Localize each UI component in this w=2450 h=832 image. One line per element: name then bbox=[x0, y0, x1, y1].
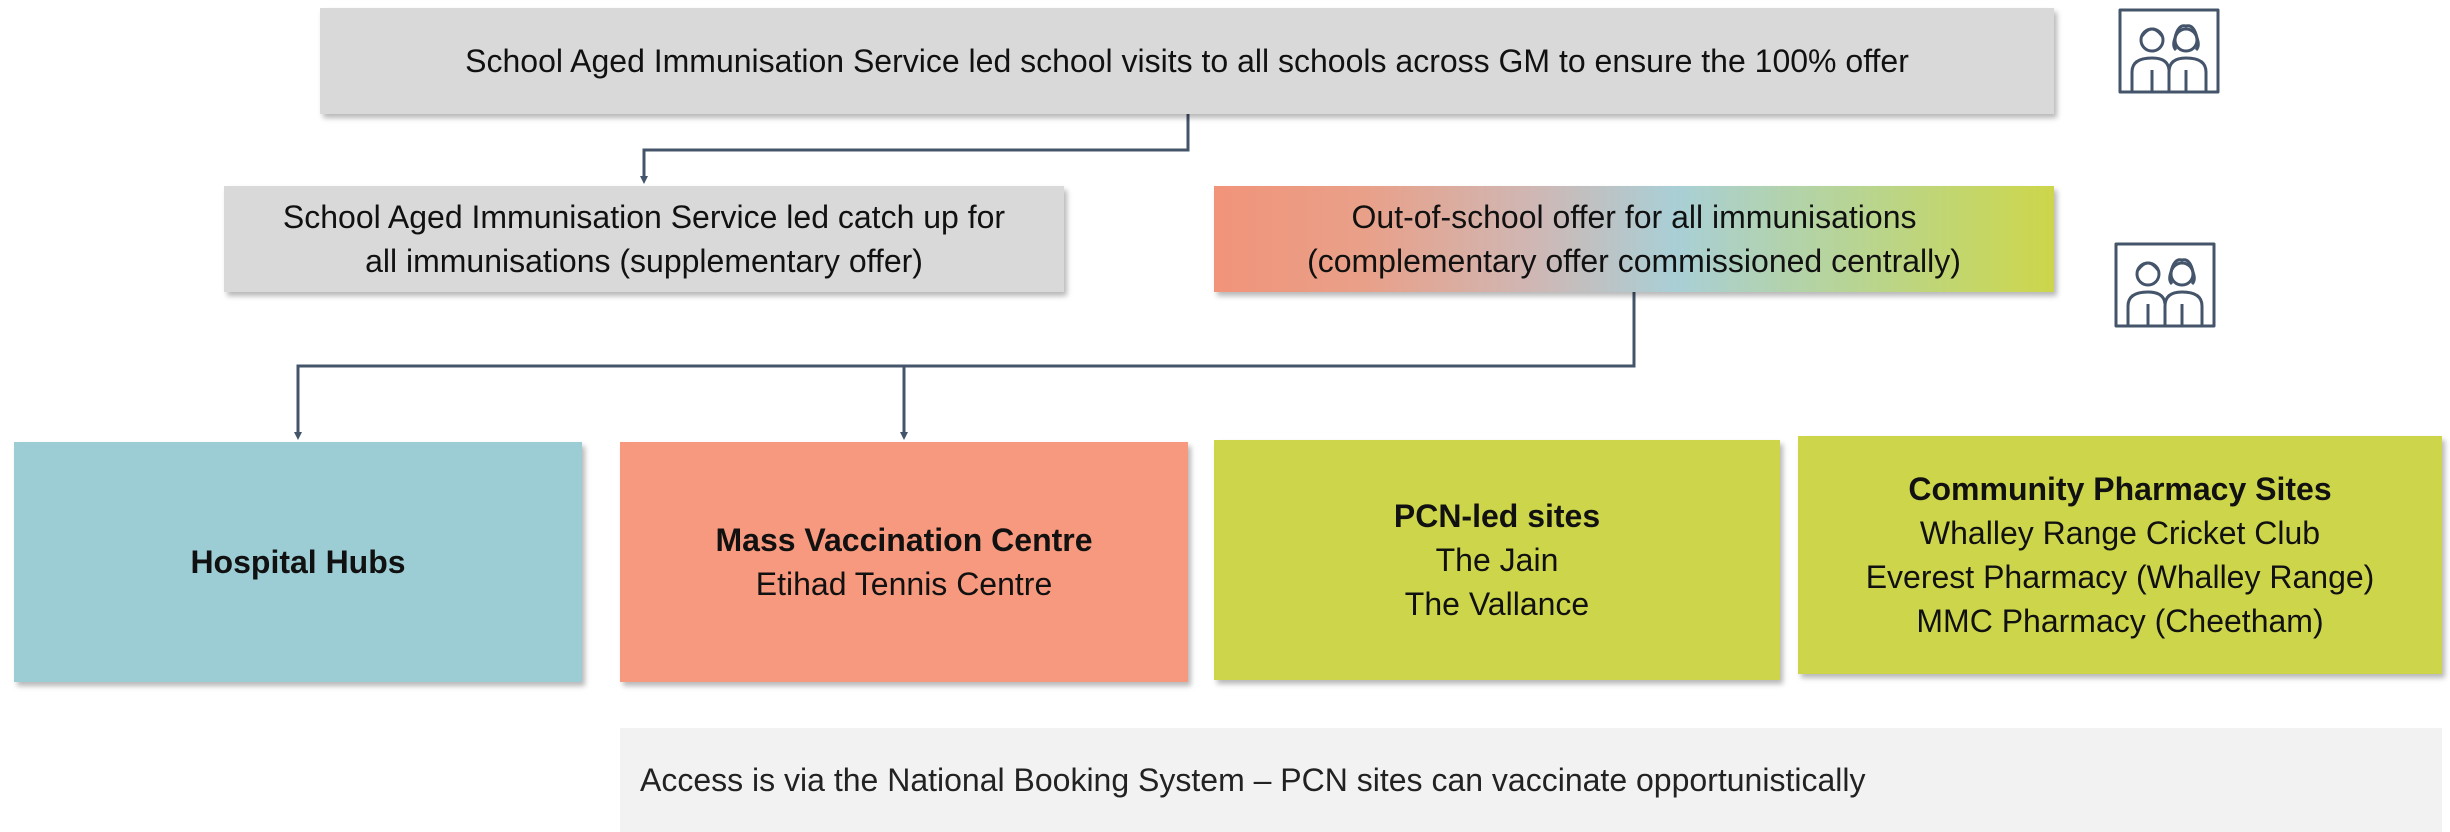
pcn-sites-title: PCN-led sites bbox=[1393, 498, 1601, 534]
school-visits-text: School Aged Immunisation Service led sch… bbox=[465, 43, 1909, 79]
pharmacy-site-everest: Everest Pharmacy (Whalley Range) bbox=[1865, 559, 2375, 595]
connector-top-to-catchup bbox=[640, 114, 1190, 184]
access-note: Access is via the National Booking Syste… bbox=[620, 728, 2442, 832]
mass-vaccination-site: Etihad Tennis Centre bbox=[755, 566, 1053, 602]
children-icon bbox=[2118, 8, 2220, 94]
children-icon bbox=[2114, 242, 2216, 328]
access-note-text: Access is via the National Booking Syste… bbox=[640, 761, 1866, 798]
pcn-site-vallance: The Vallance bbox=[1404, 586, 1590, 622]
catch-up-line-2: all immunisations (supplementary offer) bbox=[365, 243, 923, 279]
school-visits-box: School Aged Immunisation Service led sch… bbox=[320, 8, 2054, 114]
pharmacy-site-cricket-club: Whalley Range Cricket Club bbox=[1919, 515, 2321, 551]
community-pharmacy-box: Community Pharmacy Sites Whalley Range C… bbox=[1798, 436, 2442, 674]
connector-out-to-hospital bbox=[294, 292, 1636, 440]
pcn-sites-box: PCN-led sites The Jain The Vallance bbox=[1214, 440, 1780, 680]
pharmacy-site-mmc: MMC Pharmacy (Cheetham) bbox=[1916, 603, 2324, 639]
out-of-school-box: Out-of-school offer for all immunisation… bbox=[1214, 186, 2054, 292]
hospital-hubs-title: Hospital Hubs bbox=[190, 544, 406, 580]
mass-vaccination-box: Mass Vaccination Centre Etihad Tennis Ce… bbox=[620, 442, 1188, 682]
catch-up-line-1: School Aged Immunisation Service led cat… bbox=[282, 199, 1006, 235]
hospital-hubs-box: Hospital Hubs bbox=[14, 442, 582, 682]
catch-up-box: School Aged Immunisation Service led cat… bbox=[224, 186, 1064, 292]
mass-vaccination-title: Mass Vaccination Centre bbox=[715, 522, 1093, 558]
community-pharmacy-title: Community Pharmacy Sites bbox=[1908, 471, 2332, 507]
pcn-site-jain: The Jain bbox=[1435, 542, 1559, 578]
out-of-school-line-1: Out-of-school offer for all immunisation… bbox=[1351, 199, 1917, 235]
out-of-school-line-2: (complementary offer commissioned centra… bbox=[1307, 243, 1961, 279]
